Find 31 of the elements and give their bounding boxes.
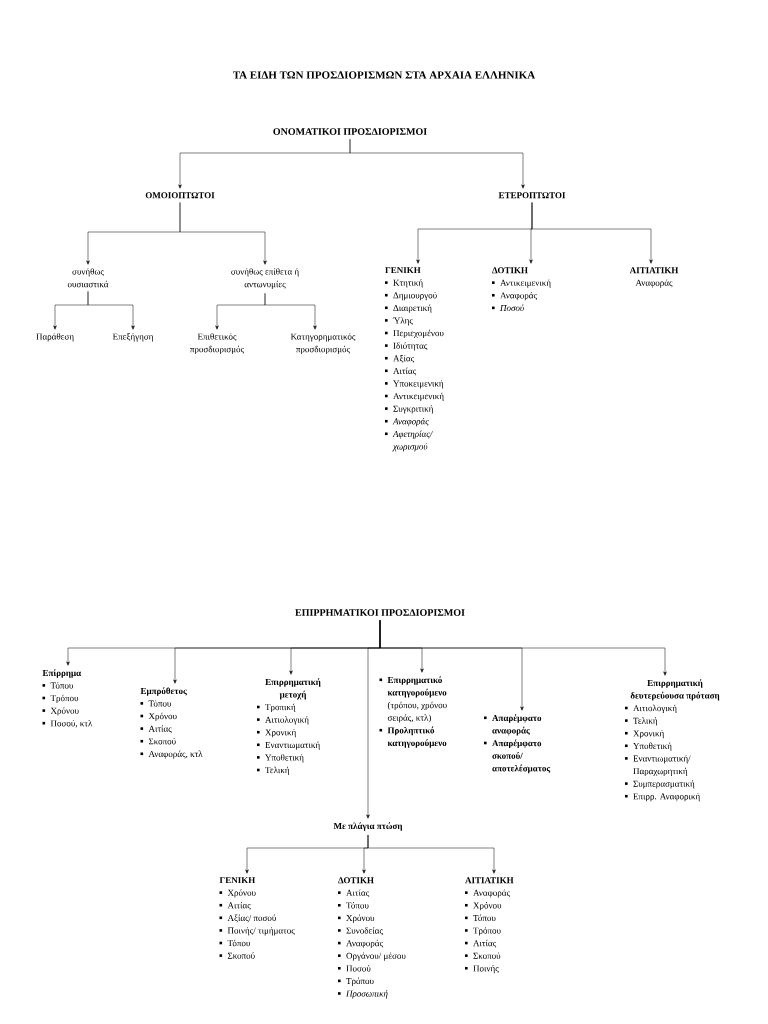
text-label: Επεξήγηση <box>112 333 153 342</box>
bullet-list: ΔΟΤΙΚΗ Αντικειμενική Αναφοράς Ποσού <box>492 267 551 312</box>
text-label: συνήθως επίθετα ή αντωνυμίες <box>231 268 299 290</box>
text-label: ΑΙΤΙΑΤΙΚΗ Αναφοράς <box>629 267 679 288</box>
title: ΤΑ ΕΙΔΗ ΤΩΝ ΠΡΟΣΔΙΟΡΙΣΜΩΝ ΣΤΑ ΑΡΧΑΙΑ ΕΛΛΗΝΙΚΑ <box>233 71 536 79</box>
bullet-list: ΔΟΤΙΚΗ Αιτίας Τόπου Χρόνου Συνοδείας Αναφοράς Οργάνου/ μέσου Ποσού Τρόπου Προσωπική <box>338 877 406 999</box>
arrow <box>367 834 496 874</box>
bullet-list: ΑΙΤΙΑΤΙΚΗ Αναφοράς Χρόνου Τόπου Τρόπου Αιτίας Σκοπού Ποινής <box>465 877 514 974</box>
bullet-list: Επιρρηματική μετοχή Τροπική Αιτιολογική Χρονική Εναντιωματική Υποθετική Τελική <box>257 678 321 775</box>
bullet-list: Επιρρηματικό κατηγορούμενο (τρόπου, χρόνου σειράς, κτλ) Προληπτικό κατηγορούμενο <box>379 676 447 748</box>
text-label: Παράθεση <box>36 333 74 342</box>
bullet-list: Εμπρόθετος Τόπου Χρόνου Αιτίας Σκοπού Αναφοράς, κτλ <box>140 687 203 759</box>
arrow <box>179 202 267 265</box>
arrow <box>531 202 653 264</box>
bullet-list: Επίρρημα Τόπου Τρόπου Χρόνου Ποσού, κτλ <box>42 669 93 728</box>
heading: ΟΜΟΙΟΠΤΩΤΟΙ <box>145 192 215 199</box>
bullet-list: Επιρρηματική δευτερεύουσα πρόταση Αιτιολογική Τελική Χρονική Υποθετική Εναντιωματική/ Παραχωρητική Συμπερασματική Επιρρ. Αναφορική <box>625 679 720 802</box>
bullet-list: ΓΕΝΙΚΗ Χρόνου Αιτίας Αξίας/ ποσού Ποινής/ τιμήματος Τόπου Σκοπού <box>219 877 295 959</box>
heading: ΕΤΕΡΟΠΤΩΤΟΙ <box>498 192 566 199</box>
bullet-list: Απαρέμφατο αναφοράς Απαρέμφατο σκοπού/ αποτελέσματος <box>484 714 551 774</box>
text-label: συνήθως ουσιαστικά <box>67 268 109 288</box>
heading: ΕΠΙΡΡΗΜΑΤΙΚΟΙ ΠΡΟΣΔΙΟΡΙΣΜΟΙ <box>295 609 465 616</box>
text-label: Επιθετικός προσδιορισμός <box>190 333 244 355</box>
heading: Με πλάγια πτώση <box>333 822 403 831</box>
arrow <box>349 138 525 189</box>
arrow <box>87 291 135 330</box>
arrow <box>264 293 317 330</box>
heading: ΟΝΟΜΑΤΙΚΟΙ ΠΡΟΣΔΙΟΡΙΣΜΟΙ <box>273 128 427 135</box>
text-label: Κατηγορηματικός προσδιορισμός <box>290 333 356 355</box>
arrow <box>366 619 381 819</box>
bullet-list: ΓΕΝΙΚΗ Κτητική Δημιουργού Διαιρετική Ύλης Περιεχομένου Ιδιότητας Αξίας Αιτίας Υποκειμενική Αντικειμενική Συγκριτική Αναφοράς Αφετηρίας/ χωρισμού <box>385 267 444 452</box>
